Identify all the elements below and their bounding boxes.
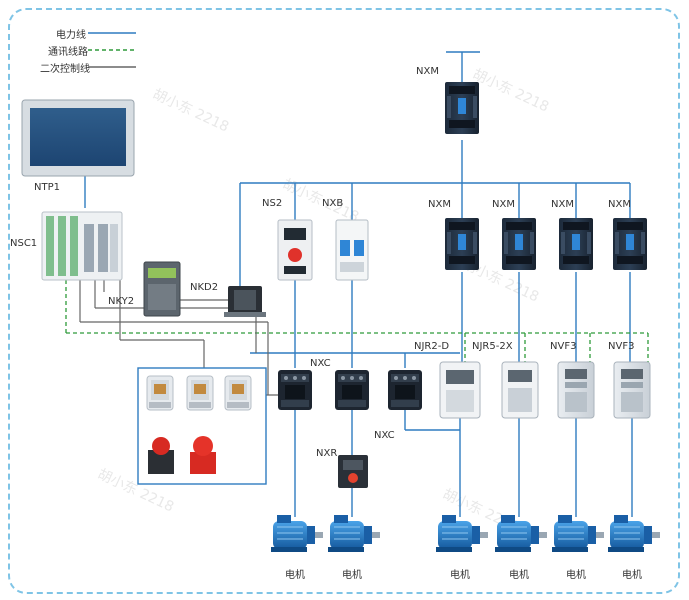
transformer-nkd2: [224, 286, 266, 317]
motor-1: [270, 514, 324, 553]
motor-3: [435, 514, 489, 553]
hmi-ntp1: [21, 99, 135, 177]
motor-label: 电机: [450, 570, 470, 581]
motor-label: 电机: [622, 570, 642, 581]
label-nxm-1: NXM: [428, 199, 451, 210]
legend-control-label: 二次控制线: [40, 64, 90, 75]
label-nxm-main: NXM: [416, 66, 439, 77]
motor-2: [327, 514, 381, 553]
diagram-frame: [8, 8, 680, 594]
label-njr2d: NJR2-D: [414, 341, 450, 352]
thermal-relay-nxr: [338, 455, 368, 488]
pushbutton-black: [148, 437, 174, 474]
motor-label: 电机: [509, 570, 529, 581]
label-nvf3-2: NVF3: [608, 341, 635, 352]
relay-2: [186, 375, 214, 411]
label-nxb: NXB: [322, 198, 344, 209]
contactor-nxc-1: [278, 370, 312, 410]
motor-protector-ns2: [277, 219, 313, 281]
power-lines: [84, 51, 633, 517]
label-nvf3-1: NVF3: [550, 341, 577, 352]
breaker-nxm-2: [502, 218, 536, 270]
pushbutton-red: [190, 436, 216, 474]
vfd-nvf3-1: [557, 361, 595, 419]
label-nkd2: NKD2: [190, 282, 219, 293]
motor-4: [494, 514, 548, 553]
label-ns2: NS2: [262, 198, 283, 209]
relay-3: [224, 375, 252, 411]
label-nxm-4: NXM: [608, 199, 631, 210]
label-nxc-bottom: NXC: [374, 430, 395, 441]
label-ntp1: NTP1: [34, 182, 60, 193]
motor-5: [551, 514, 605, 553]
label-njr5-2x: NJR5-2X: [472, 341, 513, 352]
label-nxm-3: NXM: [551, 199, 574, 210]
soft-starter-njr5: [501, 361, 539, 419]
label-nxc-top: NXC: [310, 358, 331, 369]
legend: [88, 32, 136, 68]
contactor-nxc-3: [388, 370, 422, 410]
power-supply-nky2: [143, 261, 181, 317]
label-nsc1: NSC1: [10, 238, 38, 249]
breaker-nxm-4: [613, 218, 647, 270]
motor-label: 电机: [285, 570, 305, 581]
breaker-nxm-1: [445, 218, 479, 270]
vfd-nvf3-2: [613, 361, 651, 419]
legend-comm-label: 通讯线路: [48, 47, 88, 58]
mcb-nxb: [335, 219, 369, 281]
motor-label: 电机: [342, 570, 362, 581]
comm-lines: [65, 280, 649, 362]
soft-starter-njr2d: [439, 361, 481, 419]
label-nky2: NKY2: [108, 296, 135, 307]
legend-power-label: 电力线: [56, 30, 86, 41]
motor-6: [607, 514, 661, 553]
breaker-nxm-3: [559, 218, 593, 270]
plc-nsc1: [41, 211, 123, 281]
relay-1: [146, 375, 174, 411]
motor-label: 电机: [566, 570, 586, 581]
breaker-nxm-main: [445, 82, 479, 134]
label-nxm-2: NXM: [492, 199, 515, 210]
contactor-nxc-2: [335, 370, 369, 410]
label-nxr: NXR: [316, 448, 338, 459]
